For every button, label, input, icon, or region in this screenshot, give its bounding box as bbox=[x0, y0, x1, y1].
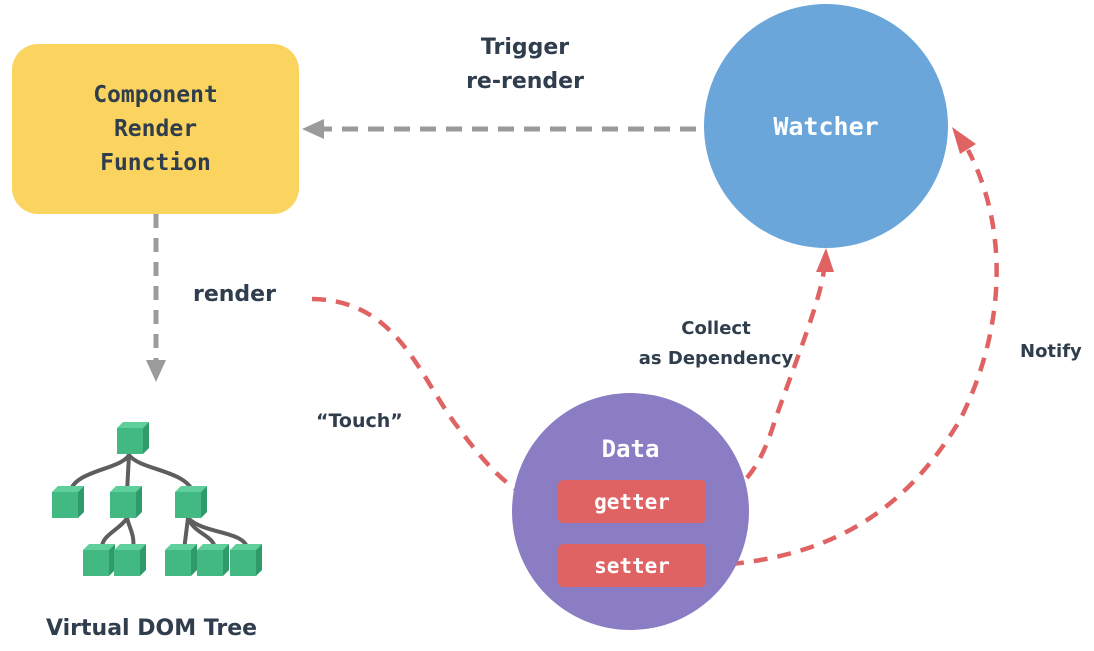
render-arrowhead bbox=[146, 360, 166, 382]
collect-dependency-label: Collect as Dependency bbox=[638, 318, 794, 369]
component-render-function-label: Component Render Function bbox=[93, 82, 218, 176]
data-node: Data getter setter bbox=[512, 393, 749, 630]
virtual-dom-tree-label: Virtual DOM Tree bbox=[46, 616, 258, 641]
render-label: render bbox=[193, 282, 276, 307]
watcher-node: Watcher bbox=[704, 4, 948, 248]
vdom-cube-icon bbox=[114, 544, 146, 576]
setter-pill: setter bbox=[558, 544, 706, 587]
vdom-cube-icon bbox=[52, 486, 84, 518]
vdom-cube-icon bbox=[83, 544, 115, 576]
trigger-rerender-arrowhead bbox=[302, 119, 324, 139]
data-label: Data bbox=[601, 435, 660, 463]
vdom-edge bbox=[125, 453, 131, 494]
vdom-cube-icon bbox=[117, 422, 149, 454]
component-render-function-node: Component Render Function bbox=[12, 44, 299, 214]
touch-arrow-path bbox=[311, 296, 541, 505]
vdom-cube-icon bbox=[110, 486, 142, 518]
notify-arrowhead bbox=[952, 127, 976, 154]
getter-pill: getter bbox=[558, 480, 706, 523]
notify-label: Notify bbox=[1020, 341, 1082, 362]
notify-arrow-path bbox=[705, 148, 999, 569]
collect-dependency-arrowhead bbox=[816, 248, 834, 272]
vdom-cube-icon bbox=[165, 544, 197, 576]
vdom-tree-nodes bbox=[52, 422, 262, 576]
vdom-tree-edges bbox=[68, 453, 250, 552]
vdom-cube-icon bbox=[175, 486, 207, 518]
vdom-cube-icon bbox=[197, 544, 229, 576]
trigger-rerender-label: Trigger re-render bbox=[466, 35, 584, 94]
touch-label: “Touch” bbox=[316, 410, 403, 432]
vdom-cube-icon bbox=[230, 544, 262, 576]
watcher-label: Watcher bbox=[773, 111, 879, 141]
